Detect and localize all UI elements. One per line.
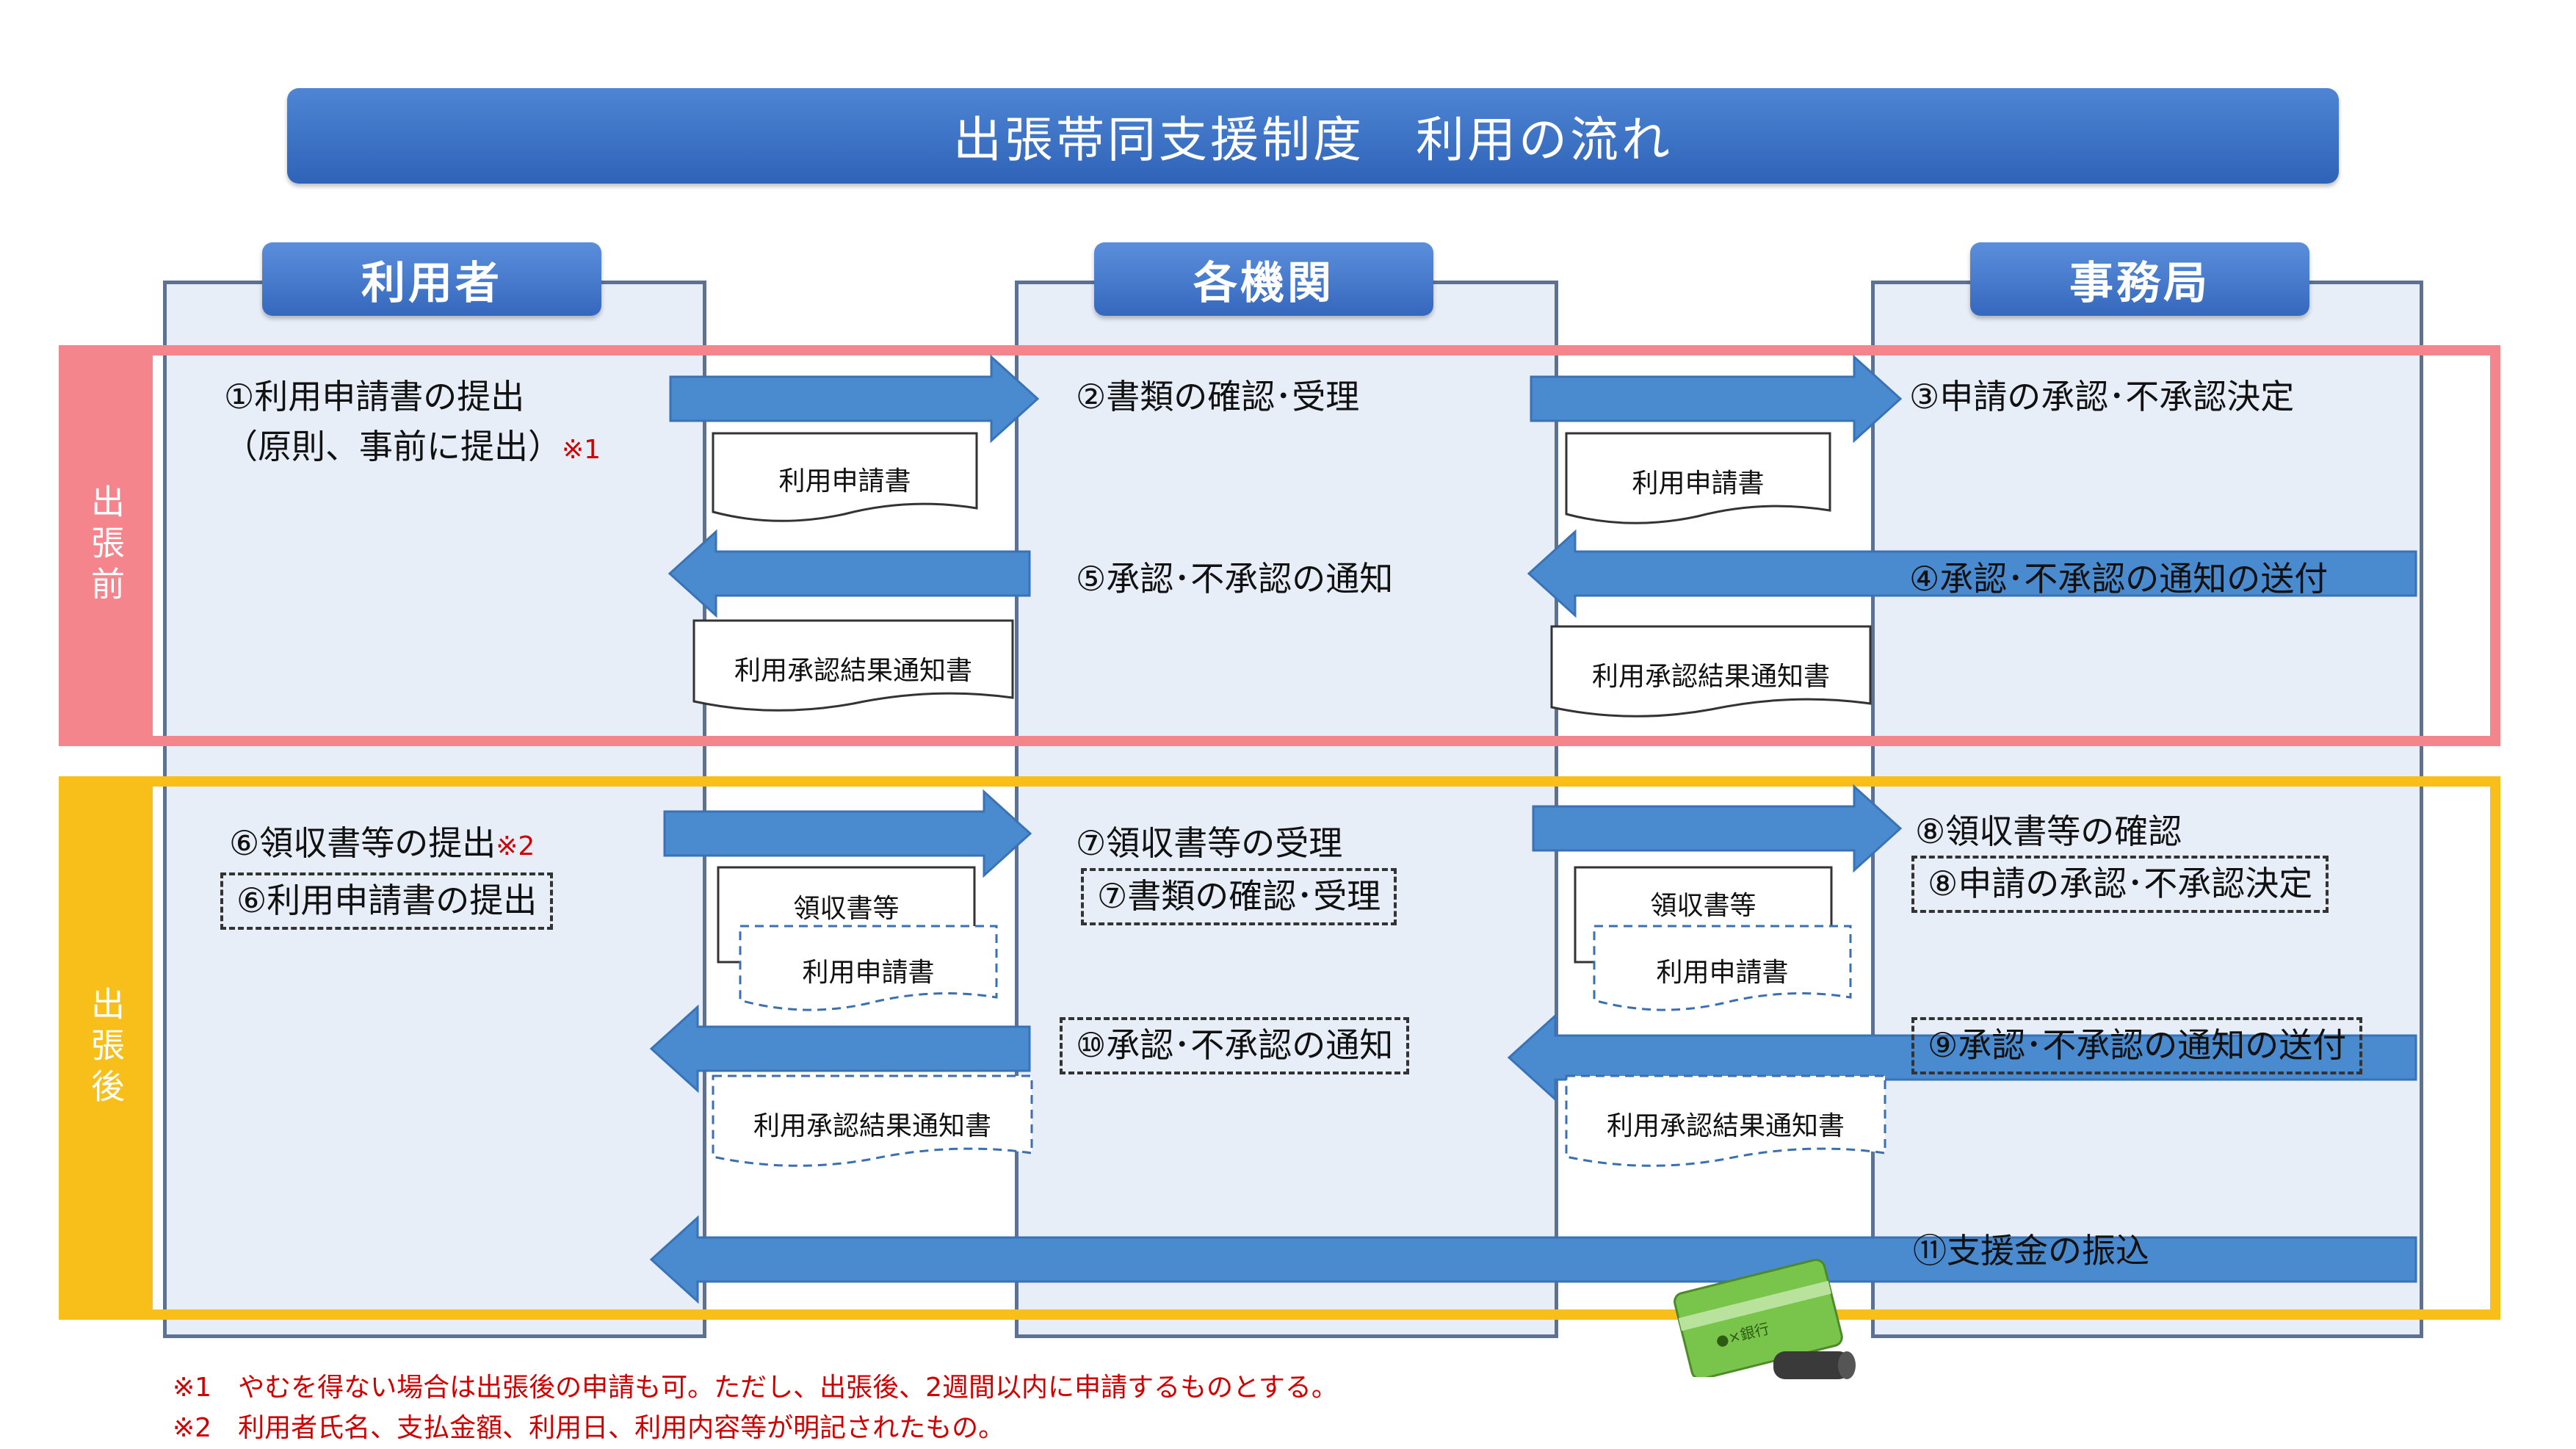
step-1-sub: （原則、事前に提出）※1 bbox=[224, 426, 601, 469]
doc-application-2: 利用申請書 bbox=[1564, 431, 1832, 530]
step-7: ⑦領収書等の受理 bbox=[1076, 823, 1343, 863]
doc-application-1: 利用申請書 bbox=[711, 431, 979, 527]
doc-application-2-label: 利用申請書 bbox=[1632, 468, 1765, 499]
step-3: ③申請の承認･不承認決定 bbox=[1909, 377, 2295, 416]
doc-receipt-2-label: 領収書等 bbox=[1650, 891, 1756, 921]
arrow-11-left bbox=[649, 1215, 2417, 1304]
phase-after-label: 出張後 bbox=[59, 776, 153, 1320]
arrow-7-right bbox=[1532, 784, 1903, 873]
step-1: ①利用申請書の提出 bbox=[224, 377, 525, 416]
doc-result-1-label: 利用承認結果通知書 bbox=[734, 655, 972, 686]
step-5: ⑤承認･不承認の通知 bbox=[1076, 559, 1394, 599]
doc-result-2-label: 利用承認結果通知書 bbox=[1591, 661, 1830, 692]
lane-header-org: 各機関 bbox=[1094, 242, 1433, 316]
step-11: ⑪支援金の振込 bbox=[1913, 1231, 2149, 1271]
step-1-note-mark: ※1 bbox=[562, 435, 601, 465]
doc-application-3-label: 利用申請書 bbox=[802, 957, 935, 988]
step-7b: ⑦書類の確認･受理 bbox=[1081, 868, 1397, 925]
phase-before-label: 出張前 bbox=[59, 345, 153, 746]
step-4: ④承認･不承認の通知の送付 bbox=[1909, 559, 2329, 599]
phase-before-frame bbox=[59, 345, 2500, 746]
bank-card-icon: ●×銀行 bbox=[1674, 1258, 1843, 1377]
doc-application-3: 利用申請書 bbox=[738, 924, 999, 1016]
doc-result-4: 利用承認結果通知書 bbox=[1564, 1074, 1887, 1173]
step-10: ⑩承認･不承認の通知 bbox=[1060, 1017, 1410, 1074]
doc-application-1-label: 利用申請書 bbox=[778, 466, 911, 496]
step-8: ⑧領収書等の確認 bbox=[1915, 812, 2182, 851]
doc-result-3-label: 利用承認結果通知書 bbox=[753, 1110, 991, 1141]
arrow-2-right bbox=[1530, 354, 1903, 444]
arrow-10-left bbox=[649, 1004, 1031, 1094]
step-6: ⑥領収書等の提出※2 bbox=[229, 823, 535, 865]
lane-user bbox=[163, 281, 706, 1338]
footnote-2: ※2 利用者氏名、支払金額、利用日、利用内容等が明記されたもの。 bbox=[173, 1413, 1005, 1443]
step-8b: ⑧申請の承認･不承認決定 bbox=[1911, 856, 2329, 913]
footnote-1: ※1 やむを得ない場合は出張後の申請も可。ただし、出張後、2週間以内に申請するも… bbox=[173, 1373, 1338, 1403]
doc-receipt-1-label: 領収書等 bbox=[793, 894, 900, 924]
lane-office bbox=[1871, 281, 2423, 1338]
arrow-1-right bbox=[669, 354, 1040, 444]
lane-header-user: 利用者 bbox=[262, 242, 601, 316]
step-6b: ⑥利用申請書の提出 bbox=[220, 872, 554, 930]
arrow-6-right bbox=[663, 789, 1032, 878]
doc-application-4: 利用申請書 bbox=[1592, 924, 1853, 1016]
arrow-5-left bbox=[667, 529, 1031, 618]
step-2: ②書類の確認･受理 bbox=[1076, 377, 1360, 416]
step-1-sub-text: （原則、事前に提出） bbox=[224, 427, 562, 466]
arrow-4-left bbox=[1527, 529, 2417, 618]
seal-stamp-icon bbox=[1773, 1351, 1856, 1379]
doc-result-3: 利用承認結果通知書 bbox=[711, 1074, 1034, 1173]
doc-result-1: 利用承認結果通知書 bbox=[692, 618, 1015, 718]
step-9: ⑨承認･不承認の通知の送付 bbox=[1911, 1017, 2363, 1074]
doc-result-4-label: 利用承認結果通知書 bbox=[1606, 1110, 1845, 1141]
step-6-note-mark: ※2 bbox=[496, 831, 535, 861]
page-title: 出張帯同支援制度 利用の流れ bbox=[287, 88, 2339, 184]
doc-application-4-label: 利用申請書 bbox=[1656, 957, 1789, 988]
doc-result-2: 利用承認結果通知書 bbox=[1549, 624, 1873, 723]
lane-header-office: 事務局 bbox=[1970, 242, 2309, 316]
step-6-text: ⑥領収書等の提出 bbox=[229, 823, 496, 863]
